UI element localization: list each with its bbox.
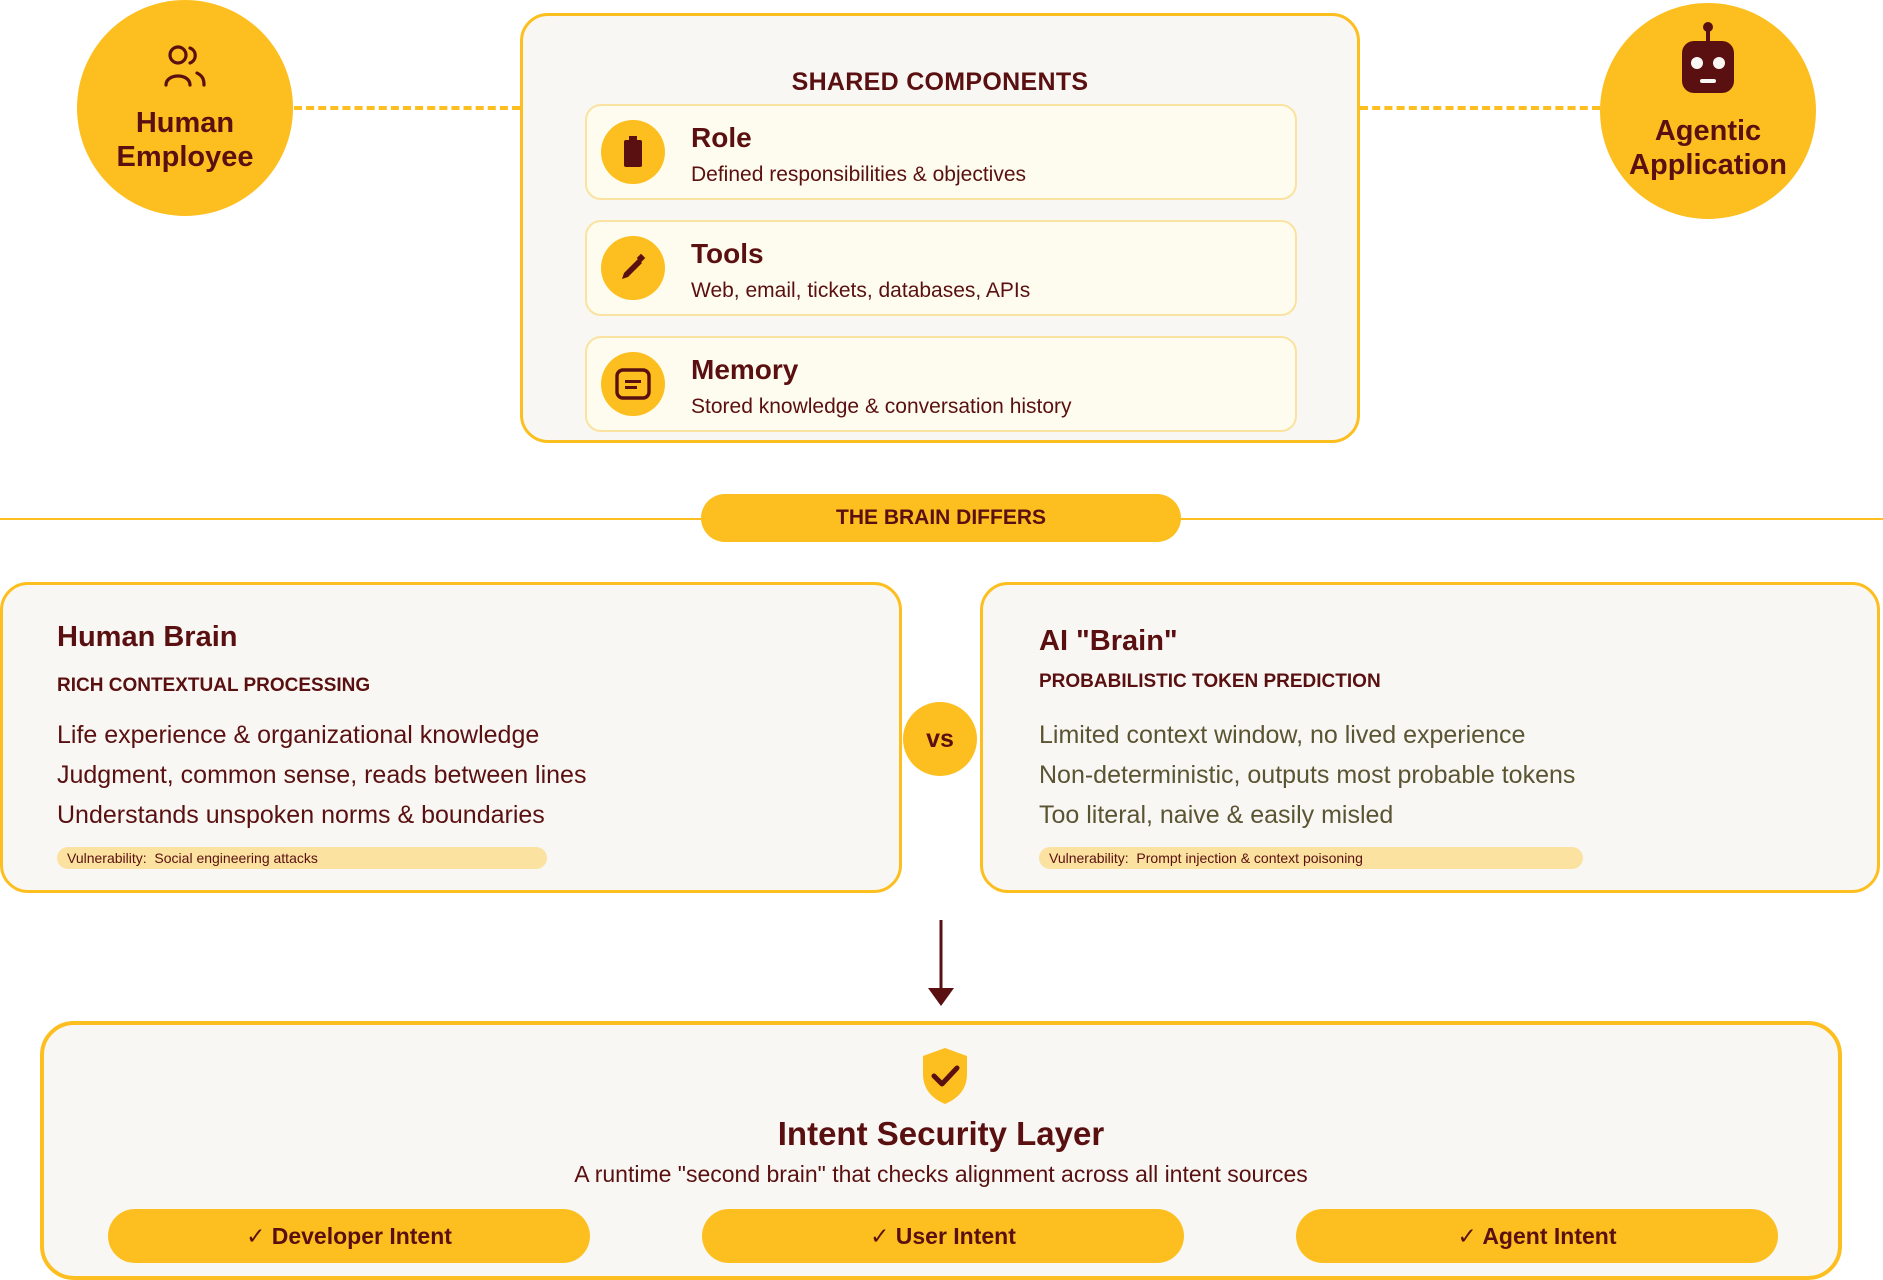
human-employee-node: Human Employee: [77, 0, 293, 216]
ai-brain-line: Non-deterministic, outputs most probable…: [1039, 761, 1576, 789]
intent-security-layer-subtitle: A runtime "second brain" that checks ali…: [574, 1161, 1308, 1187]
shield-check-icon: [919, 1046, 971, 1106]
users-icon: [163, 43, 207, 94]
shared-components-title: SHARED COMPONENTS: [791, 68, 1089, 96]
pen-icon: [601, 236, 665, 300]
component-role: Role Defined responsibilities & objectiv…: [585, 104, 1297, 200]
user-intent-pill: ✓ User Intent: [702, 1209, 1184, 1263]
connector-shared-to-agent: [1360, 106, 1600, 110]
shared-components-panel: SHARED COMPONENTS Role Defined responsib…: [520, 13, 1360, 443]
human-employee-label-line1: Human: [135, 106, 235, 139]
component-role-subtitle: Defined responsibilities & objectives: [691, 163, 1027, 186]
vulnerability-label: Vulnerability:: [1049, 850, 1129, 866]
component-tools-subtitle: Web, email, tickets, databases, APIs: [691, 279, 1031, 302]
connector-human-to-shared: [294, 106, 520, 110]
human-brain-line: Life experience & organizational knowled…: [57, 721, 540, 749]
human-brain-title: Human Brain: [57, 621, 238, 653]
component-role-title: Role: [691, 122, 752, 153]
component-memory-subtitle: Stored knowledge & conversation history: [691, 395, 1072, 418]
component-tools-title: Tools: [691, 238, 764, 269]
ai-brain-line: Too literal, naive & easily misled: [1039, 801, 1394, 829]
agent-intent-pill: ✓ Agent Intent: [1296, 1209, 1778, 1263]
battery-icon: [601, 120, 665, 184]
brain-differs-label: THE BRAIN DIFFERS: [701, 494, 1181, 542]
agentic-application-label-line2: Application: [1629, 148, 1787, 181]
vs-badge: vs: [903, 702, 977, 776]
human-brain-line: Understands unspoken norms & boundaries: [57, 801, 545, 829]
ai-brain-title: AI "Brain": [1039, 625, 1178, 657]
ai-brain-vulnerability: Vulnerability: Prompt injection & contex…: [1039, 847, 1583, 869]
intent-security-layer-title: Intent Security Layer: [777, 1115, 1105, 1152]
ai-brain-line: Limited context window, no lived experie…: [1039, 721, 1526, 749]
human-brain-vulnerability: Vulnerability: Social engineering attack…: [57, 847, 547, 869]
vulnerability-value: Prompt injection & context poisoning: [1136, 850, 1363, 866]
vulnerability-label: Vulnerability:: [67, 850, 147, 866]
down-arrow-icon: [925, 920, 957, 1008]
human-brain-line: Judgment, common sense, reads between li…: [57, 761, 587, 789]
component-memory-title: Memory: [691, 354, 799, 385]
human-employee-label-line2: Employee: [116, 140, 254, 173]
agentic-application-label-line1: Agentic: [1654, 114, 1762, 147]
agentic-application-node: Agentic Application: [1600, 3, 1816, 219]
ai-brain-subtitle: PROBABILISTIC TOKEN PREDICTION: [1039, 671, 1381, 692]
intent-security-layer-panel: Intent Security Layer A runtime "second …: [40, 1021, 1842, 1280]
robot-icon: [1678, 21, 1738, 102]
human-brain-card: Human Brain RICH CONTEXTUAL PROCESSING L…: [0, 582, 902, 893]
developer-intent-pill: ✓ Developer Intent: [108, 1209, 590, 1263]
component-memory: Memory Stored knowledge & conversation h…: [585, 336, 1297, 432]
component-tools: Tools Web, email, tickets, databases, AP…: [585, 220, 1297, 316]
human-brain-subtitle: RICH CONTEXTUAL PROCESSING: [57, 675, 371, 696]
note-icon: [601, 352, 665, 416]
ai-brain-card: AI "Brain" PROBABILISTIC TOKEN PREDICTIO…: [980, 582, 1880, 893]
vulnerability-value: Social engineering attacks: [154, 850, 318, 866]
